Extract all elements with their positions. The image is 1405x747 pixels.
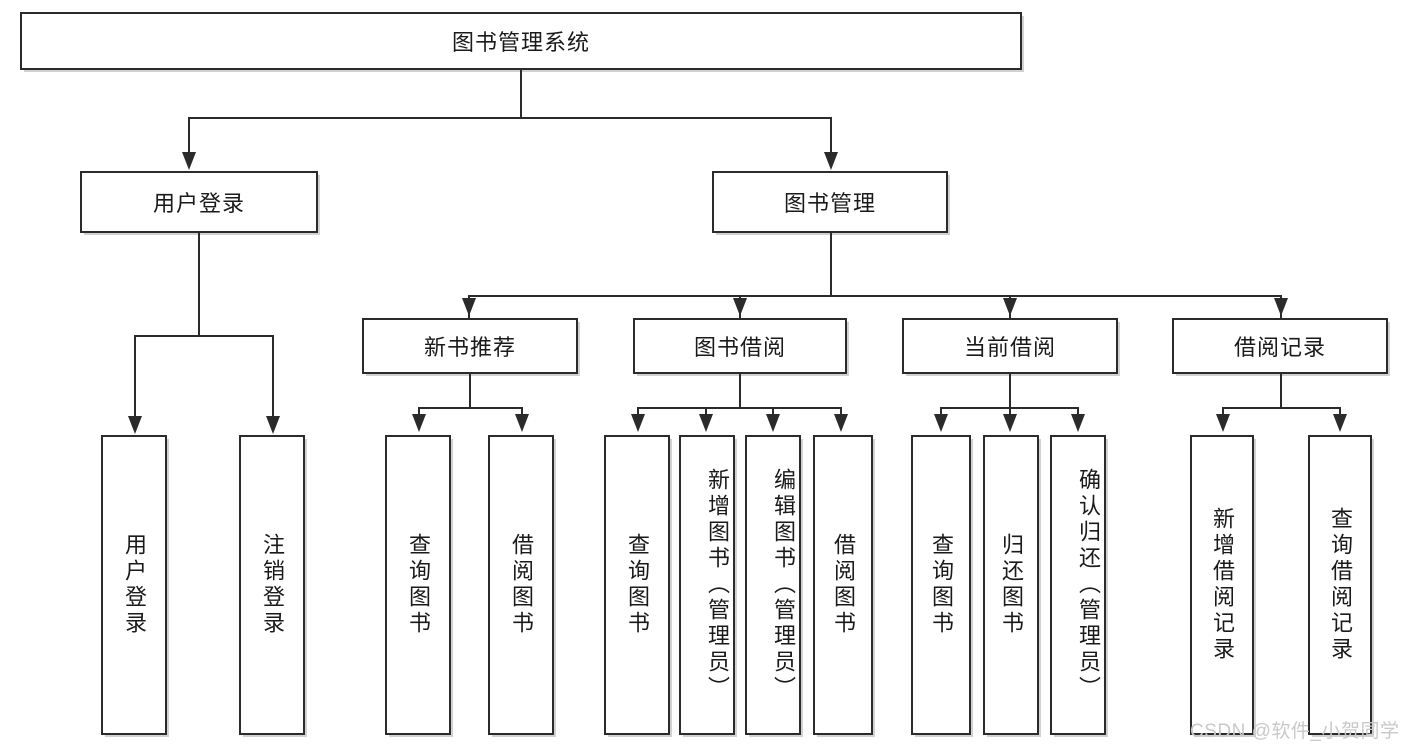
leaf-query-book-3[interactable]: 查询图书 — [911, 435, 971, 735]
node-label: 用户登录 — [122, 533, 147, 637]
node-user-login[interactable]: 用户登录 — [80, 171, 318, 233]
arrow-book-manage-to-l2-2 — [733, 298, 747, 316]
arrow-current-borrow-to-leaf-1 — [934, 414, 948, 432]
connector-book-borrow-to-leaf-3 — [772, 407, 774, 419]
leaf-borrow-book-1[interactable]: 借阅图书 — [488, 435, 554, 735]
leaf-add-book[interactable]: 新增图书（管理员） — [679, 435, 735, 735]
connector-book-manage-bus — [468, 295, 1280, 297]
node-label: 图书管理系统 — [451, 30, 590, 55]
connector-current-borrow-to-leaf-1 — [940, 407, 942, 419]
arrow-book-manage-to-l2-4 — [1274, 298, 1288, 316]
node-book-management[interactable]: 图书管理 — [712, 171, 948, 233]
connector-new-book-to-leaf-1 — [418, 407, 420, 419]
leaf-add-record[interactable]: 新增借阅记录 — [1190, 435, 1254, 735]
connector-borrow-record-stem — [1280, 374, 1282, 408]
node-label: 编辑图书（管理员） — [771, 468, 796, 702]
connector-root-to-user-login — [188, 117, 190, 153]
arrow-new-book-to-leaf-1 — [412, 414, 426, 432]
connector-user-login-bus — [134, 335, 274, 337]
connector-current-borrow-to-leaf-2 — [1009, 407, 1011, 419]
leaf-query-book-2[interactable]: 查询图书 — [604, 435, 670, 735]
arrow-borrow-record-to-leaf-2 — [1333, 414, 1347, 432]
connector-user-login-to-leaf-1 — [134, 335, 136, 417]
node-label: 新书推荐 — [423, 335, 516, 360]
connector-new-book-stem — [469, 374, 471, 408]
node-label: 用户登录 — [152, 191, 245, 216]
connector-user-login-to-leaf-2 — [272, 335, 274, 417]
node-borrow-record[interactable]: 借阅记录 — [1172, 318, 1388, 374]
node-new-book-recommend[interactable]: 新书推荐 — [362, 318, 578, 374]
node-label: 查询图书 — [929, 533, 954, 637]
connector-root-stem — [520, 70, 522, 118]
node-label: 查询图书 — [625, 533, 650, 637]
leaf-logout-login[interactable]: 注销登录 — [239, 435, 305, 735]
node-book-borrow[interactable]: 图书借阅 — [633, 318, 847, 374]
connector-book-borrow-to-leaf-1 — [637, 407, 639, 419]
node-label: 新增借阅记录 — [1210, 507, 1235, 663]
leaf-return-book[interactable]: 归还图书 — [983, 435, 1039, 735]
connector-book-borrow-bus — [637, 407, 841, 409]
arrow-book-manage-to-l2-1 — [462, 298, 476, 316]
connector-root-to-book-manage — [830, 117, 832, 153]
node-label: 查询借阅记录 — [1328, 507, 1353, 663]
node-label: 借阅图书 — [509, 533, 534, 637]
connector-book-borrow-to-leaf-2 — [705, 407, 707, 419]
arrow-borrow-record-to-leaf-1 — [1216, 414, 1230, 432]
connector-current-borrow-stem — [1009, 374, 1011, 408]
arrow-user-login-to-leaf-1 — [128, 416, 142, 434]
leaf-edit-book[interactable]: 编辑图书（管理员） — [745, 435, 801, 735]
leaf-user-login[interactable]: 用户登录 — [101, 435, 167, 735]
connector-borrow-record-to-leaf-2 — [1339, 407, 1341, 419]
arrow-current-borrow-to-leaf-2 — [1003, 414, 1017, 432]
connector-current-borrow-to-leaf-3 — [1077, 407, 1079, 419]
connector-user-login-stem — [198, 233, 200, 336]
leaf-borrow-book-2[interactable]: 借阅图书 — [813, 435, 873, 735]
arrow-root-to-user-login — [182, 152, 196, 170]
arrow-user-login-to-leaf-2 — [266, 416, 280, 434]
connector-new-book-bus — [418, 407, 522, 409]
leaf-query-record[interactable]: 查询借阅记录 — [1308, 435, 1372, 735]
leaf-query-book-1[interactable]: 查询图书 — [385, 435, 451, 735]
arrow-book-borrow-to-leaf-3 — [766, 414, 780, 432]
node-label: 确认归还（管理员） — [1076, 468, 1101, 702]
node-label: 图书借阅 — [693, 335, 786, 360]
connector-book-borrow-to-leaf-4 — [840, 407, 842, 419]
connector-root-bus — [188, 117, 832, 119]
node-label: 新增图书（管理员） — [705, 468, 730, 702]
node-book-management-system[interactable]: 图书管理系统 — [20, 12, 1022, 70]
arrow-current-borrow-to-leaf-3 — [1071, 414, 1085, 432]
arrow-new-book-to-leaf-2 — [515, 414, 529, 432]
node-label: 当前借阅 — [963, 335, 1056, 360]
arrow-book-manage-to-l2-3 — [1003, 298, 1017, 316]
connector-borrow-record-to-leaf-1 — [1222, 407, 1224, 419]
arrow-book-borrow-to-leaf-1 — [631, 414, 645, 432]
node-label: 查询图书 — [406, 533, 431, 637]
connector-borrow-record-bus — [1222, 407, 1340, 409]
connector-book-borrow-stem — [739, 374, 741, 408]
node-label: 归还图书 — [999, 533, 1024, 637]
node-label: 注销登录 — [260, 533, 285, 637]
node-label: 借阅记录 — [1233, 335, 1326, 360]
arrow-book-borrow-to-leaf-2 — [699, 414, 713, 432]
connector-book-manage-stem — [830, 233, 832, 296]
node-current-borrow[interactable]: 当前借阅 — [902, 318, 1118, 374]
arrow-book-borrow-to-leaf-4 — [834, 414, 848, 432]
arrow-root-to-book-manage — [824, 152, 838, 170]
node-label: 借阅图书 — [831, 533, 856, 637]
leaf-confirm-return[interactable]: 确认归还（管理员） — [1050, 435, 1106, 735]
node-label: 图书管理 — [783, 191, 876, 216]
connector-new-book-to-leaf-2 — [521, 407, 523, 419]
